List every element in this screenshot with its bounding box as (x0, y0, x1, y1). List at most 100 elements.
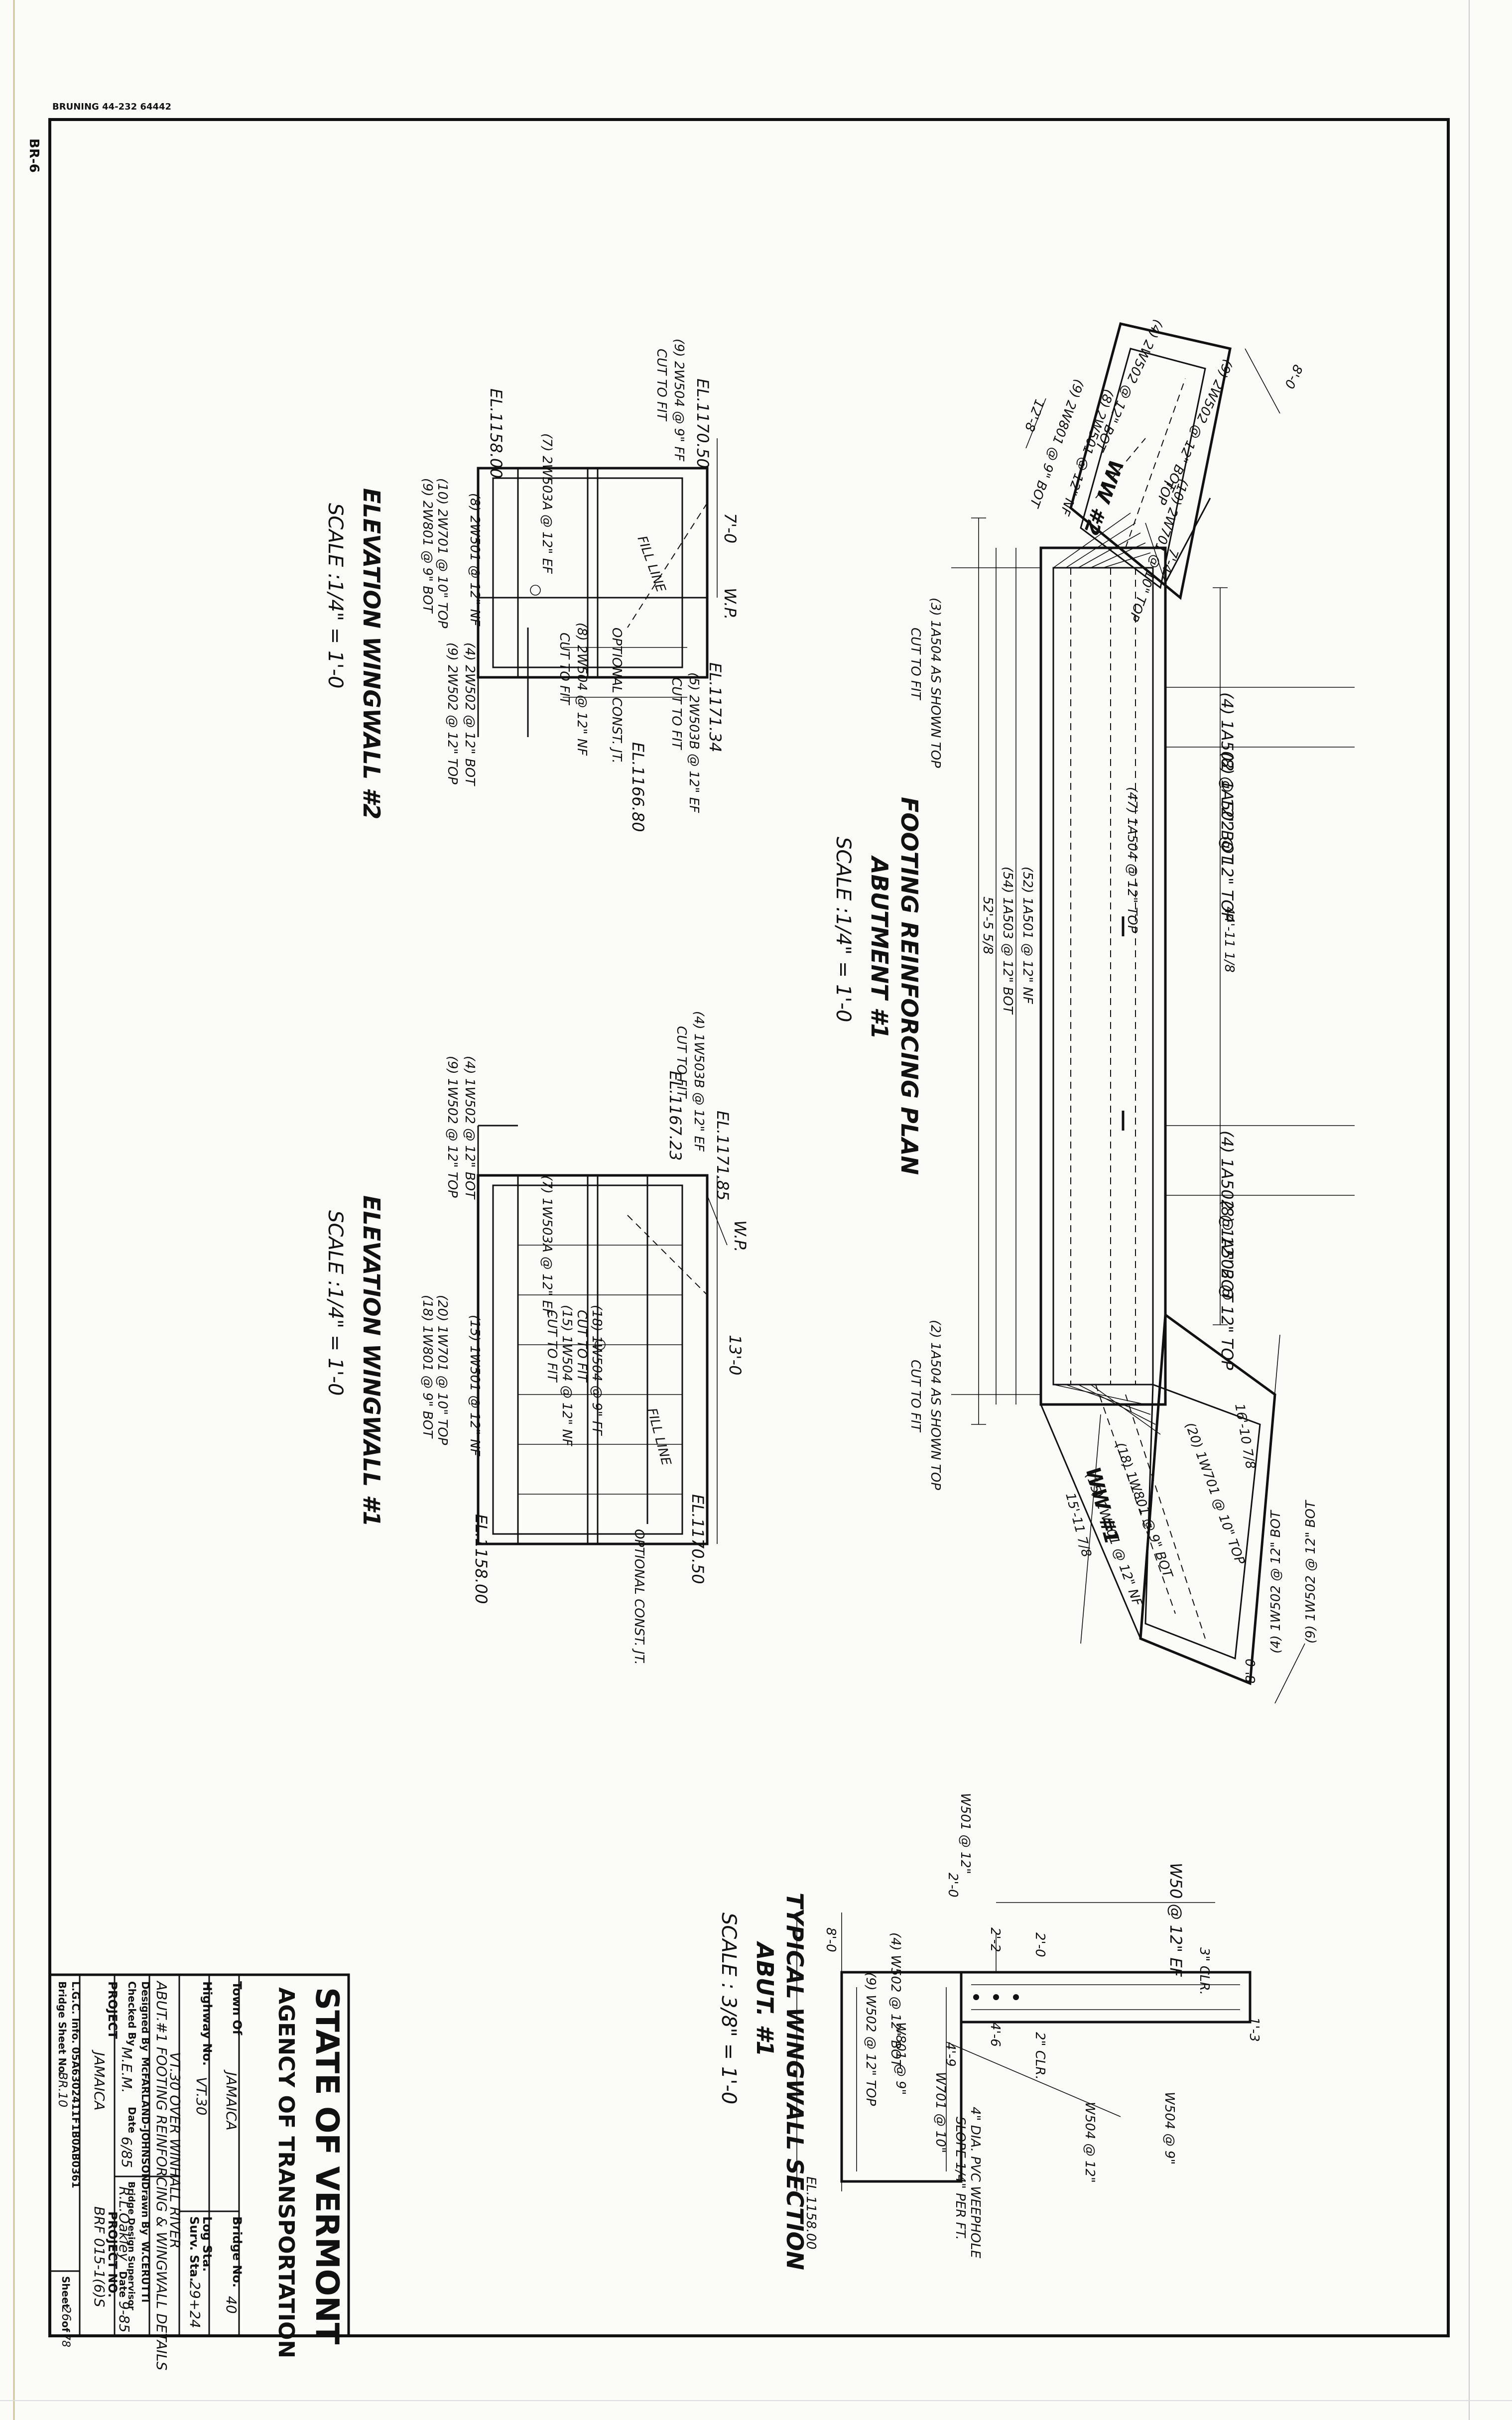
ww2-note-m: (9) 2W502 @ 12" TOP (445, 642, 460, 784)
plan-note-15: (9) 1W502 @ 12" BOT (1303, 1500, 1318, 1644)
dim-44-11: 44'-11 1/8 (1222, 906, 1237, 973)
plan-note-2: (8) 1A502 @ 12" TOP (1218, 752, 1237, 922)
ww2-note-e: CUT TO FIT (669, 677, 684, 751)
ts-note-a: W50 @ 12" EF (1166, 1863, 1185, 1977)
town-label: Town Of (230, 1981, 244, 2036)
ww2-el1: EL.1170.50 (693, 379, 712, 469)
date-value: 6/85 (119, 2137, 135, 2168)
ww2-note-g: (8) 2W504 @ 12" NF (574, 623, 589, 756)
ww2-note-b: CUT TO FIT (654, 349, 669, 422)
ww2-scale: SCALE :1/4" = 1'-0 (324, 503, 347, 688)
ww1-note-b: CUT TO FIT (674, 1026, 689, 1099)
sup-date-value: 9-85 (116, 2301, 132, 2333)
ww1-note-h: (15) 1W501 @ 12" NF (467, 1315, 482, 1457)
ts-dim-2: 2'-2 (988, 1927, 1003, 1952)
ts-note-i: W701 @ 10" (933, 2072, 948, 2153)
ww2-note-j: (10) 2W701 @ 10" TOP (435, 478, 450, 629)
ww1-el3: EL.1170.50 (688, 1494, 707, 1584)
sup-date-label: Date (117, 2271, 129, 2297)
ww2-wp: W.P. (721, 588, 740, 620)
ww1-note-f: (15) 1W504 @ 12" NF (559, 1305, 574, 1447)
ww1-note-a: (4) 1W503B @ 12" EF (691, 1011, 706, 1152)
ww2-note-l: (4) 2W502 @ 12" BOT (462, 642, 477, 786)
ww2-note-k: (9) 2W801 @ 9" BOT (420, 478, 435, 614)
ts-note-h: SLOPE 1/4" PER FT. (953, 2117, 968, 2240)
surv-sta-value: 29+24 (187, 2281, 203, 2328)
ts-note-j: W801 @ 9" (893, 2022, 908, 2095)
ts-note-e: W504 @ 12" (1082, 2102, 1097, 2183)
log-sta-label: Log Sta. (200, 2216, 214, 2272)
ww2-el2: EL.1171.34 (706, 662, 725, 753)
ts-note-f: 2" CLR. (1032, 2032, 1047, 2080)
ts-note-b: 3" CLR. (1197, 1947, 1212, 1995)
checked-label: Checked By (126, 1981, 138, 2046)
ww1-note-e: CUT TO FIT (574, 1310, 589, 1383)
ww2-note-f: OPTIONAL CONST. JT. (609, 628, 624, 764)
ts-note-k: (9) W502 @ 12" TOP (863, 1972, 878, 2106)
ww1-note-c: (7) 1W503A @ 12" EF (539, 1175, 554, 1316)
plan-title: FOOTING REINFORCING PLAN (896, 797, 923, 1175)
ww2-note-i: (8) 2W501 @ 12" NF (467, 493, 482, 627)
dim-8-0a: 8'-0 (1244, 1658, 1259, 1683)
sheet-tag: BR-6 (26, 138, 41, 173)
description1: VT.30 OVER WINHALL RIVER (167, 2052, 183, 2249)
plan-note-10: (2) 1A504 AS SHOWN TOP (928, 1320, 943, 1490)
bruning-label: BRUNING 44-232 64442 (52, 102, 171, 112)
ts-dim-3: 2'-0 (1032, 1932, 1047, 1957)
ww2-note-c: (7) 2W503A @ 12" EF (539, 433, 554, 574)
ww2-note-h: CUT TO FIT (557, 633, 572, 706)
bridge-sheet-label: Bridge Sheet No. (56, 1981, 68, 2077)
plan-subtitle: ABUTMENT #1 (866, 855, 893, 1039)
ww1-el1: EL.1171.85 (713, 1111, 732, 1201)
town-value: JAMAICA (223, 2069, 240, 2131)
of-label: of (60, 2321, 72, 2332)
ts-note-d: W504 @ 9" (1162, 2092, 1177, 2165)
plan-note-1: (4) 1A502 @ 12" BOT (1218, 692, 1237, 865)
highway-value: VT.30 (193, 2077, 210, 2115)
ww1-note-j: (18) 1W801 @ 9" BOT (420, 1295, 435, 1439)
project-no-value: BRF 015-1(6)S (91, 2206, 108, 2307)
ts-note-g: 4" DIA. PVC WEEPHOLE (968, 2107, 983, 2259)
ww1-el4: EL.1158.00 (472, 1514, 491, 1604)
ww1-scale: SCALE :1/4" = 1'-0 (324, 1210, 347, 1396)
plan-note-5: (47) 1A504 @ 12" TOP (1125, 787, 1139, 933)
ww2-title: ELEVATION WINGWALL #2 (358, 488, 385, 819)
designed-value: McFARLAND-JOHNSON (139, 2057, 151, 2181)
ww1-note-i: (20) 1W701 @ 10" TOP (435, 1295, 450, 1445)
elevation-wingwall-2: EL.1170.50 EL.1171.34 EL.1166.80 EL.1158… (324, 339, 740, 832)
agency-line1: STATE OF VERMONT (308, 1987, 345, 2345)
description2: ABUT.#1 FOOTING REINFORCING & WINGWALL D… (153, 1980, 170, 2371)
supervisor-value: R.L.Oakley (116, 2186, 132, 2261)
ww1-note-l: (9) 1W502 @ 12" TOP (445, 1056, 460, 1198)
ts-subtitle: ABUT. #1 (752, 1941, 778, 2056)
ww1-note-k: (4) 1W502 @ 12" BOT (462, 1056, 477, 1200)
ww1-note-d: (18) 1W504 @ 9" FF (589, 1305, 604, 1436)
ww1-wp: W.P. (731, 1220, 750, 1252)
drawn-label: Drawn By (139, 2181, 151, 2235)
project-label: PROJECT (106, 1981, 120, 2039)
ww1-note-g: CUT TO FIT (544, 1310, 559, 1383)
ww1-dim: 13'-0 (726, 1335, 745, 1375)
date-label: Date (126, 2107, 138, 2133)
ts-note-c: 1'-3 (1247, 2017, 1261, 2042)
bridge-sheet-value: BR.10 (56, 2072, 70, 2107)
ts-scale: SCALE : 3/8" = 1'-0 (717, 1912, 740, 2104)
ww2-note-a: (9) 2W504 @ 9" FF (671, 339, 686, 462)
sheet-border (48, 118, 1450, 2337)
sheet-value: 26 (59, 2306, 73, 2321)
ts-note-l: (4) W502 @ 12" BOT (888, 1932, 903, 2068)
plan-note-4: (8) 1A502 @ 12" TOP (1218, 1200, 1237, 1371)
plan-note-7: (54) 1A503 @ 12" BOT (1000, 867, 1015, 1015)
ts-dim-6: 8'-0 (823, 1927, 838, 1952)
typical-wingwall-section: W50 @ 12" EF 3" CLR. 1'-3 W504 @ 9" W504… (717, 1793, 1261, 2270)
plan-note-6: (52) 1A501 @ 12" NF (1020, 867, 1035, 1005)
dim-52-5: 52'-5 5/8 (980, 896, 995, 954)
of-value: 78 (59, 2333, 72, 2347)
highway-label: Highway No. (200, 1981, 214, 2066)
title-block: STATE OF VERMONT AGENCY OF TRANSPORTATIO… (48, 1973, 350, 2371)
plan-note-3: (4) 1A502 @ 12" BOT (1218, 1131, 1237, 1303)
ts-title: TYPICAL WINGWALL SECTION (781, 1893, 808, 2270)
plan-note-9: CUT TO FIT (908, 628, 923, 701)
bridge-no-label: Bridge No. (230, 2216, 244, 2288)
